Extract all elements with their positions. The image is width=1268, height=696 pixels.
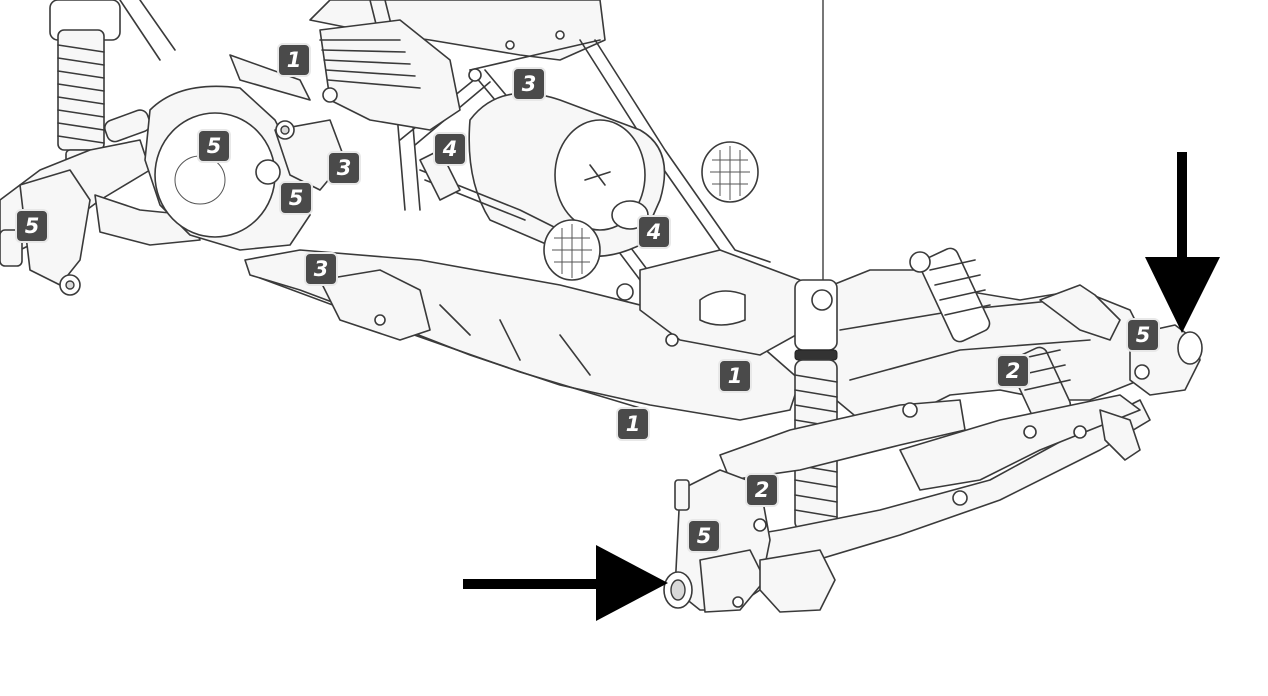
front-left-hub [663,469,836,613]
callout-badge: 1 [718,359,752,393]
svg-text:4: 4 [646,220,662,244]
body-post-right [701,141,759,203]
callout-badge: 2 [996,354,1030,388]
callout-badge: 1 [616,407,650,441]
svg-text:5: 5 [1136,323,1151,347]
spur-gear-cover [144,85,346,251]
engine-block [229,19,461,131]
fuel-tank [468,92,666,258]
body-post-left [543,219,601,281]
svg-text:3: 3 [314,257,329,281]
callout-badge: 5 [15,209,49,243]
callout-badge: 3 [304,252,338,286]
svg-text:2: 2 [755,478,770,502]
svg-text:1: 1 [728,364,743,388]
callout-badge: 3 [327,151,361,185]
callout-badge: 5 [1126,318,1160,352]
svg-text:2: 2 [1006,359,1021,383]
front-suspension [663,247,1203,613]
arrow-right [463,545,668,621]
steering-box [616,249,806,356]
svg-text:3: 3 [522,72,537,96]
callout-badge: 3 [512,67,546,101]
arrow-down [1145,152,1220,333]
front-left-shock [794,279,838,531]
svg-text:4: 4 [442,137,458,161]
front-right-shock [909,247,1072,424]
callout-badge: 4 [433,132,467,166]
callout-badge: 5 [279,181,313,215]
callout-badge: 4 [637,215,671,249]
callout-badge: 5 [687,519,721,553]
svg-text:5: 5 [697,524,712,548]
callout-badge: 5 [197,129,231,163]
svg-text:1: 1 [287,48,302,72]
svg-text:3: 3 [337,156,352,180]
callout-badge: 1 [277,43,311,77]
svg-text:5: 5 [289,186,304,210]
svg-text:5: 5 [25,214,40,238]
svg-text:1: 1 [626,412,641,436]
svg-text:5: 5 [207,134,222,158]
chassis-plate [244,249,801,421]
callout-badge: 2 [745,473,779,507]
